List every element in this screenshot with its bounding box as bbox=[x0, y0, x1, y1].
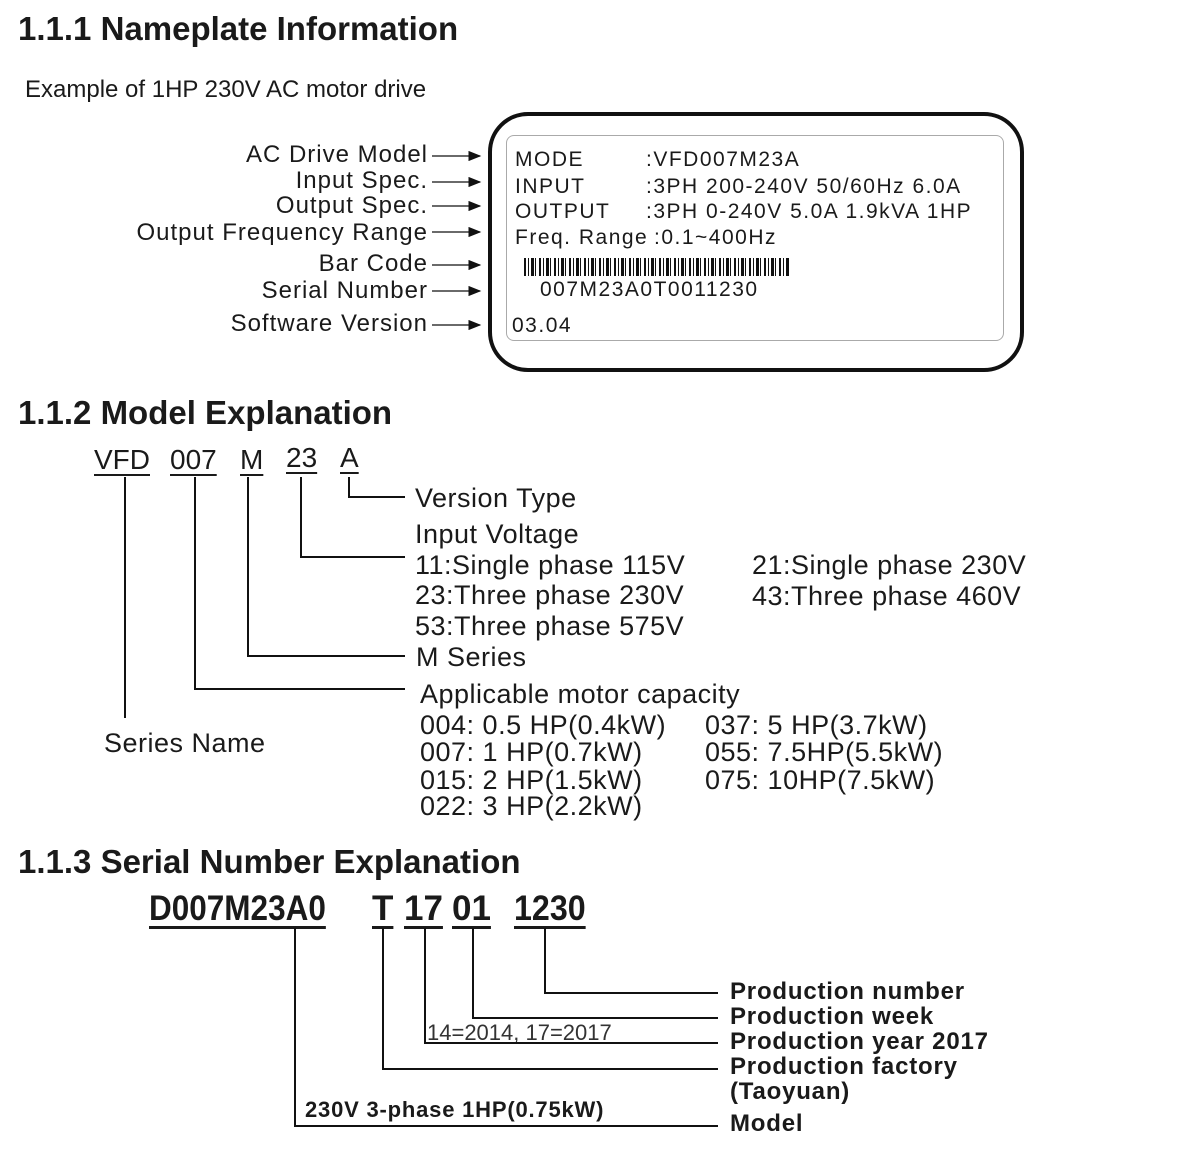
label-production-week: Production week bbox=[730, 1003, 935, 1030]
series-name: Series Name bbox=[104, 728, 266, 758]
label-output-frequency-range: Output Frequency Range bbox=[136, 219, 428, 246]
nameplate-value-output: :3PH 0-240V 5.0A 1.9kVA 1HP bbox=[646, 200, 973, 223]
model-note: 230V 3-phase 1HP(0.75kW) bbox=[305, 1097, 605, 1122]
capacity-007: 007: 1 HP(0.7kW) bbox=[420, 737, 643, 767]
version-type: Version Type bbox=[415, 483, 577, 513]
nameplate-outer-frame bbox=[488, 112, 1024, 372]
nameplate-subtitle: Example of 1HP 230V AC motor drive bbox=[25, 76, 427, 103]
m-series: M Series bbox=[416, 642, 527, 672]
serial-code-year: 17 bbox=[404, 889, 443, 928]
label-factory-location: (Taoyuan) bbox=[730, 1078, 851, 1105]
serial-code-week: 01 bbox=[452, 889, 491, 928]
voltage-21: 21:Single phase 230V bbox=[752, 550, 1027, 580]
capacity-022: 022: 3 HP(2.2kW) bbox=[420, 791, 643, 821]
label-output-spec: Output Spec. bbox=[275, 192, 428, 219]
capacity-015: 015: 2 HP(1.5kW) bbox=[420, 765, 643, 795]
barcode-image bbox=[524, 258, 790, 276]
software-version: 03.04 bbox=[512, 314, 573, 337]
label-model: Model bbox=[730, 1110, 804, 1137]
capacity-title: Applicable motor capacity bbox=[420, 679, 741, 709]
nameplate-key-mode: MODE bbox=[515, 148, 584, 171]
serial-code-number: 1230 bbox=[514, 889, 586, 928]
label-bar-code: Bar Code bbox=[318, 250, 428, 277]
nameplate-key-output: OUTPUT bbox=[515, 200, 611, 223]
section-title-serial: 1.1.3 Serial Number Explanation bbox=[18, 843, 521, 880]
input-voltage-title: Input Voltage bbox=[415, 519, 580, 549]
nameplate-value-mode: :VFD007M23A bbox=[646, 148, 801, 171]
label-ac-drive-model: AC Drive Model bbox=[245, 141, 428, 168]
barcode-text: 007M23A0T0011230 bbox=[540, 278, 759, 301]
voltage-23: 23:Three phase 230V bbox=[415, 580, 685, 610]
label-production-number: Production number bbox=[730, 978, 965, 1005]
label-serial-number: Serial Number bbox=[261, 277, 428, 304]
model-code-capacity: 007 bbox=[170, 444, 217, 475]
capacity-037: 037: 5 HP(3.7kW) bbox=[705, 710, 928, 740]
model-code-voltage: 23 bbox=[286, 442, 318, 473]
label-production-factory: Production factory bbox=[730, 1053, 958, 1080]
model-code-series: M bbox=[240, 444, 264, 475]
nameplate-key-freq: Freq. Range bbox=[515, 226, 649, 249]
model-code-vfd: VFD bbox=[94, 444, 150, 475]
serial-leader-lines bbox=[294, 928, 718, 1127]
label-production-year: Production year 2017 bbox=[730, 1028, 989, 1055]
section-title-nameplate: 1.1.1 Nameplate Information bbox=[18, 10, 459, 47]
nameplate-value-input: :3PH 200-240V 50/60Hz 6.0A bbox=[646, 175, 962, 198]
label-software-version: Software Version bbox=[230, 310, 428, 337]
capacity-004: 004: 0.5 HP(0.4kW) bbox=[420, 710, 667, 740]
serial-code-factory: T bbox=[372, 889, 394, 928]
capacity-055: 055: 7.5HP(5.5kW) bbox=[705, 737, 944, 767]
section-title-model: 1.1.2 Model Explanation bbox=[18, 394, 393, 431]
voltage-53: 53:Three phase 575V bbox=[415, 611, 685, 641]
nameplate-label bbox=[506, 135, 1004, 341]
nameplate-key-input: INPUT bbox=[515, 175, 586, 198]
nameplate-arrows bbox=[432, 150, 482, 331]
nameplate-value-freq: :0.1~400Hz bbox=[654, 226, 777, 249]
voltage-11: 11:Single phase 115V bbox=[415, 550, 686, 580]
year-note: 14=2014, 17=2017 bbox=[427, 1020, 612, 1045]
label-input-spec: Input Spec. bbox=[295, 167, 428, 194]
voltage-43: 43:Three phase 460V bbox=[752, 581, 1022, 611]
model-leader-lines bbox=[124, 477, 405, 718]
capacity-075: 075: 10HP(7.5kW) bbox=[705, 765, 936, 795]
serial-code-model: D007M23A0 bbox=[149, 889, 326, 928]
model-code-version: A bbox=[340, 442, 359, 473]
